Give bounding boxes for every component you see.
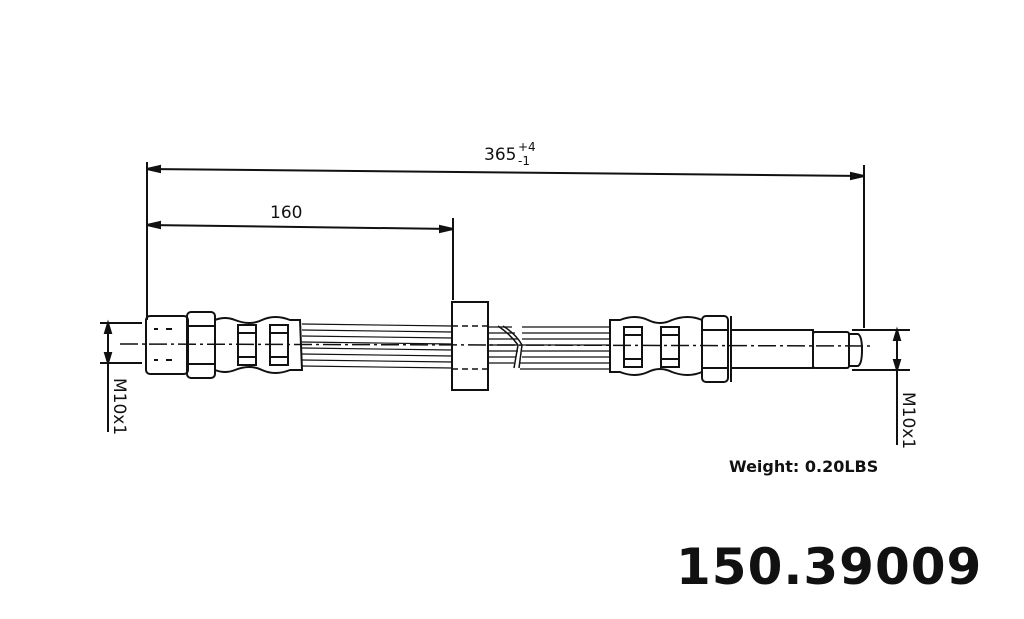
overall-length-tol-minus: -1 — [518, 154, 530, 168]
weight-label: Weight: 0.20LBS — [729, 457, 879, 476]
partial-length-value: 160 — [270, 203, 302, 223]
mounting-bracket — [451, 301, 489, 391]
overall-dimension: 365 +4 -1 — [146, 140, 865, 328]
overall-length-tol-plus: +4 — [518, 140, 536, 154]
left-fitting — [145, 311, 304, 379]
right-fitting — [609, 315, 864, 383]
right-thread-label: M10x1 — [898, 392, 918, 449]
left-thread-dimension — [100, 319, 142, 432]
centerline — [119, 343, 871, 347]
partial-dimension: 160 — [146, 203, 454, 300]
hose-body — [301, 323, 610, 370]
part-number: 150.39009 — [676, 538, 983, 596]
right-thread-dimension — [852, 326, 910, 445]
overall-length-value: 365 — [484, 145, 516, 165]
left-thread-label: M10x1 — [109, 378, 129, 435]
